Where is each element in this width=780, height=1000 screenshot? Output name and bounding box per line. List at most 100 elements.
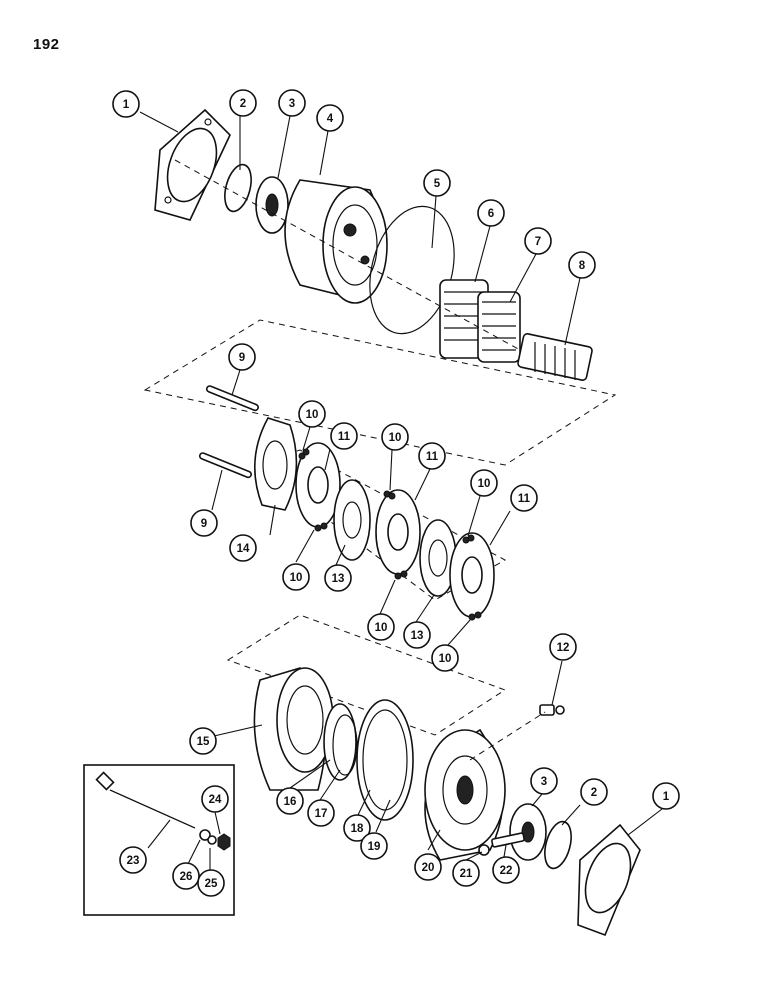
callout-13: 13 [324, 564, 352, 592]
callout-number: 23 [127, 855, 140, 867]
callout-bubble [367, 613, 395, 641]
callout-number: 15 [197, 736, 210, 748]
callout-bubble [330, 422, 358, 450]
callout-number: 11 [338, 431, 351, 443]
callout-bubble [343, 814, 371, 842]
callout-bubble [510, 484, 538, 512]
callout-number: 17 [315, 808, 328, 820]
callout-11: 11 [510, 484, 538, 512]
seal-ring-part [323, 703, 357, 781]
callout-1: 1 [652, 782, 680, 810]
callout-number: 2 [240, 98, 246, 110]
callout-bubble [307, 799, 335, 827]
callout-bubble [492, 856, 520, 884]
callout-bubble [524, 227, 552, 255]
callout-22: 22 [492, 856, 520, 884]
callout-14: 14 [229, 534, 257, 562]
callout-number: 3 [289, 98, 295, 110]
bearing-part-top [255, 176, 289, 234]
callout-bubble [324, 564, 352, 592]
callout-number: 11 [426, 451, 439, 463]
callout-bubble [119, 846, 147, 874]
callout-23: 23 [119, 846, 147, 874]
callout-number: 19 [368, 841, 381, 853]
callout-10: 10 [367, 613, 395, 641]
callout-bubble [201, 785, 229, 813]
callout-4: 4 [316, 104, 344, 132]
spring-parts [298, 448, 482, 621]
callout-17: 17 [307, 799, 335, 827]
callout-number: 10 [306, 409, 319, 421]
callout-bubble [431, 644, 459, 672]
piston-part [253, 667, 334, 791]
callout-20: 20 [414, 853, 442, 881]
separator-plate-part-2 [333, 479, 371, 561]
washer-inset-part [199, 829, 211, 841]
callout-bubble [276, 787, 304, 815]
washer-part [478, 844, 490, 856]
grease-fitting-part [539, 704, 565, 716]
callout-number: 25 [205, 878, 218, 890]
callout-number: 10 [389, 432, 402, 444]
callout-number: 13 [332, 573, 345, 585]
callout-bubble [477, 199, 505, 227]
callout-number: 10 [290, 572, 303, 584]
callout-bubble [452, 859, 480, 887]
callout-bubble [360, 832, 388, 860]
cover-part [424, 728, 506, 861]
callout-bubble [316, 104, 344, 132]
callout-bubble [381, 423, 409, 451]
callout-11: 11 [418, 442, 446, 470]
spring-pack-part-2 [477, 291, 521, 363]
gasket-part-top [154, 108, 231, 221]
callout-bubble [190, 509, 218, 537]
callout-number: 4 [327, 113, 334, 125]
lockwasher-inset-part [207, 835, 217, 845]
callout-number: 10 [375, 622, 388, 634]
callout-3: 3 [278, 89, 306, 117]
callout-bubble [229, 89, 257, 117]
callout-number: 9 [201, 518, 207, 530]
callout-number: 20 [422, 862, 435, 874]
callout-number: 22 [500, 865, 513, 877]
callout-bubble [580, 778, 608, 806]
callout-bubble [197, 869, 225, 897]
callout-9: 9 [190, 509, 218, 537]
callout-number: 1 [123, 99, 130, 111]
callout-number: 11 [518, 493, 531, 505]
callout-bubble [423, 169, 451, 197]
callout-3: 3 [530, 767, 558, 795]
pin-part-upper [205, 385, 259, 412]
callout-25: 25 [197, 869, 225, 897]
callout-12: 12 [549, 633, 577, 661]
callout-bubble [298, 400, 326, 428]
separator-plate-part [254, 417, 298, 511]
callout-bubble [652, 782, 680, 810]
bolt-part [491, 832, 525, 848]
bearing-part-bottom [509, 803, 547, 861]
callout-16: 16 [276, 787, 304, 815]
callout-number: 6 [488, 208, 494, 220]
callout-bubble [549, 633, 577, 661]
callout-6: 6 [477, 199, 505, 227]
housing-part [284, 179, 388, 304]
callout-8: 8 [568, 251, 596, 279]
snap-ring-part-top [224, 163, 252, 213]
friction-disc-part-1 [295, 442, 341, 528]
seal-ring-part-2 [332, 714, 358, 776]
callout-bubble [470, 469, 498, 497]
callout-9: 9 [228, 343, 256, 371]
friction-disc-part-2 [375, 489, 421, 575]
callout-19: 19 [360, 832, 388, 860]
callout-24: 24 [201, 785, 229, 813]
callout-bubble [228, 343, 256, 371]
callout-2: 2 [229, 89, 257, 117]
callout-bubble [403, 621, 431, 649]
callout-18: 18 [343, 814, 371, 842]
callout-2: 2 [580, 778, 608, 806]
callout-number: 10 [439, 653, 452, 665]
callout-10: 10 [470, 469, 498, 497]
callout-number: 3 [541, 776, 547, 788]
callout-13: 13 [403, 621, 431, 649]
